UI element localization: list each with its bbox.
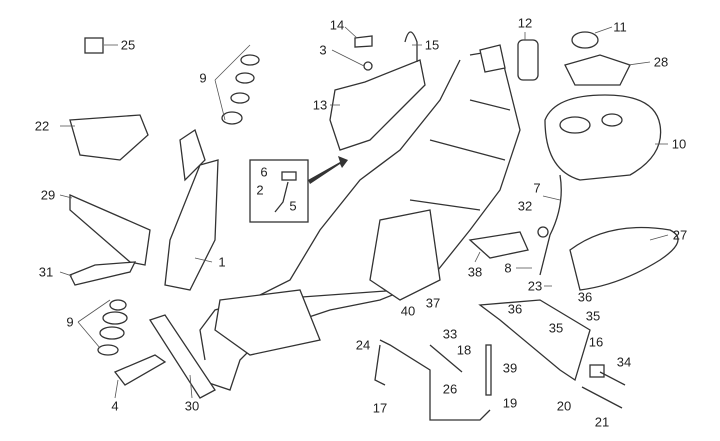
part-2-5 [274, 181, 289, 213]
callout-24: 24 [355, 337, 371, 353]
callout-19: 19 [502, 395, 518, 411]
inset-arrow-icon [308, 156, 348, 184]
callout-35: 35 [585, 308, 601, 324]
part-4 [113, 354, 167, 386]
part-18 [429, 344, 463, 373]
part-3 [363, 61, 373, 71]
callout-39: 39 [502, 360, 518, 376]
callout-14: 14 [329, 17, 345, 33]
callout-2: 2 [256, 182, 264, 198]
callout-40: 40 [400, 303, 416, 319]
part-32 [537, 226, 549, 238]
part-28 [564, 54, 631, 86]
callout-7: 7 [533, 180, 541, 196]
part-21 [581, 386, 623, 409]
callout-9-lower: 9 [66, 314, 74, 330]
callout-28: 28 [653, 54, 669, 70]
callout-34: 34 [616, 354, 632, 370]
callout-18: 18 [456, 342, 472, 358]
callout-17: 17 [372, 400, 388, 416]
callout-27: 27 [672, 227, 688, 243]
callout-6: 6 [260, 164, 268, 180]
callout-36: 36 [577, 289, 593, 305]
part-13 [329, 59, 426, 151]
part-38 [468, 231, 529, 259]
part-20 [478, 299, 591, 382]
part-6 [281, 171, 297, 181]
part-12 [517, 39, 539, 81]
callout-4: 4 [111, 398, 119, 414]
part-31 [69, 261, 137, 286]
part-25 [84, 37, 104, 54]
callout-23: 23 [527, 278, 543, 294]
callout-5: 5 [289, 198, 297, 214]
part-15 [404, 31, 418, 62]
callout-30: 30 [184, 398, 200, 414]
callout-12: 12 [517, 15, 533, 31]
part-11 [571, 31, 599, 49]
callout-22: 22 [34, 118, 50, 134]
part-10 [544, 94, 662, 181]
callout-8: 8 [504, 260, 512, 276]
part-16 [589, 364, 605, 378]
part-14 [354, 35, 373, 48]
leader-lines [59, 26, 669, 399]
part-39-19 [485, 344, 492, 396]
callout-35-lower: 35 [548, 320, 564, 336]
callout-29: 29 [40, 187, 56, 203]
part-34 [599, 371, 626, 386]
callout-37: 37 [425, 295, 441, 311]
callout-13: 13 [312, 97, 328, 113]
callout-10: 10 [671, 136, 687, 152]
part-29 [69, 194, 151, 266]
callout-3: 3 [319, 42, 327, 58]
callout-33: 33 [442, 326, 458, 342]
frame [199, 44, 521, 391]
part-9-top [214, 44, 260, 125]
callout-15: 15 [424, 37, 440, 53]
callout-36-lower: 36 [507, 301, 523, 317]
callout-31: 31 [38, 264, 54, 280]
callout-20: 20 [556, 398, 572, 414]
callout-26: 26 [442, 381, 458, 397]
callout-25: 25 [120, 37, 136, 53]
callout-1: 1 [218, 254, 226, 270]
callout-9: 9 [199, 70, 207, 86]
head-tube [164, 159, 219, 291]
part-9-bottom [77, 299, 128, 356]
part-7 [539, 174, 562, 276]
inset-box [249, 159, 309, 223]
part-17 [379, 339, 491, 421]
callout-11: 11 [613, 19, 627, 35]
part-27 [569, 226, 679, 291]
callout-21: 21 [594, 414, 610, 430]
part-22 [69, 114, 149, 161]
callout-38: 38 [467, 264, 483, 280]
callout-32: 32 [517, 198, 533, 214]
callout-16: 16 [588, 334, 604, 350]
part-30 [149, 314, 216, 399]
